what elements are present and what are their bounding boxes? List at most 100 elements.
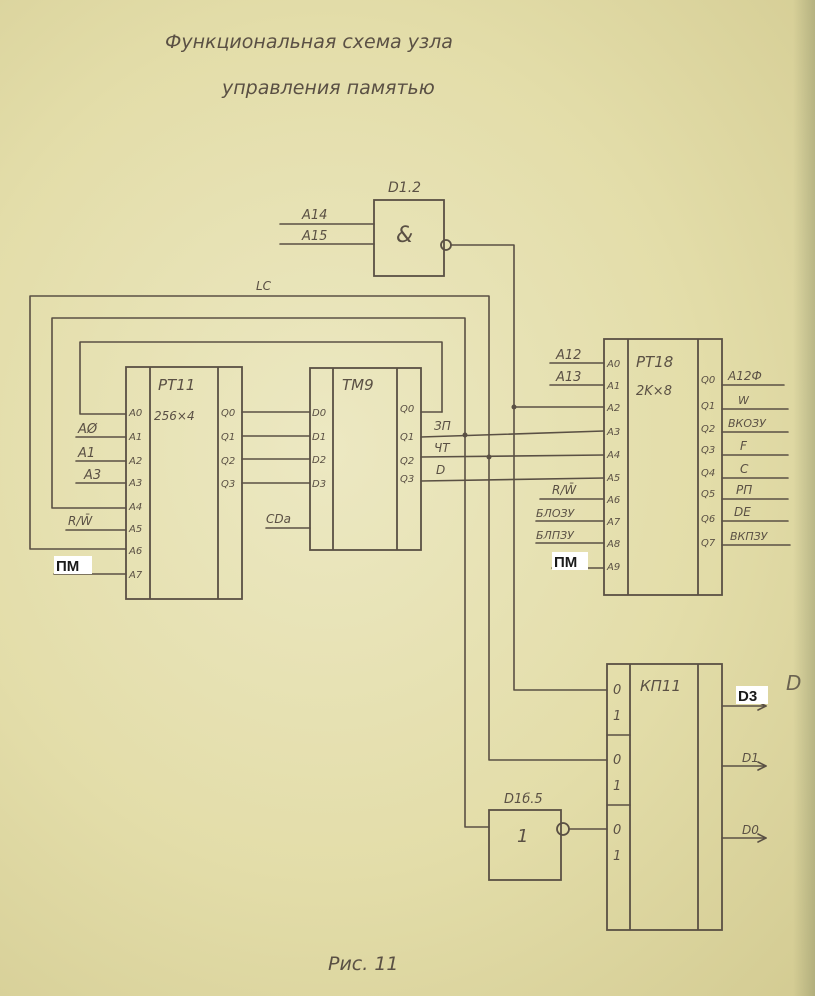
pt18-pin-a1: A1 xyxy=(606,381,620,392)
pt11-input-rw: R/W̄ xyxy=(68,514,93,528)
d1-2-output-wire xyxy=(450,244,605,408)
pt11-pin-a0: A0 xyxy=(128,408,142,419)
register-tm9: TM9 D0 D1 D2 D3 Q0 Q1 Q2 Q3 xyxy=(309,367,422,551)
and-gate-d1-2: D1.2 & xyxy=(373,180,452,277)
pt18-output-vkpzu: ВКПЗУ xyxy=(730,530,769,543)
pt18-input-bloz: БЛОЗУ xyxy=(536,507,576,520)
pt11-input-a0: AØ xyxy=(77,422,98,437)
pt18-output-vkozu: ВКОЗУ xyxy=(728,417,767,430)
pt18-name: PT18 xyxy=(636,353,673,371)
tm9-output-d: D xyxy=(436,463,445,477)
kp11-in-2-wire xyxy=(488,456,608,761)
pt18-output-de: DE xyxy=(734,505,751,519)
pt18-input-a13: A13 xyxy=(555,370,581,385)
pt18-input-blpz: БЛПЗУ xyxy=(536,529,575,542)
pt11-input-a3: A3 xyxy=(83,468,101,483)
kp11-pin-0c: 0 xyxy=(613,823,621,838)
pt18-output-f: F xyxy=(740,439,748,453)
diagram-title-line2: управления памятью xyxy=(221,77,435,99)
tm9-pin-d1: D1 xyxy=(312,432,326,443)
pt18-pin-q1: Q1 xyxy=(701,401,715,412)
kp11-output-d1: D1 xyxy=(742,751,759,765)
pt18-pin-q6: Q6 xyxy=(701,514,715,525)
pt18-body xyxy=(603,338,723,596)
pt11-pin-a6: A6 xyxy=(128,546,142,557)
and-gate-inversion-bubble xyxy=(440,239,452,251)
not-gate-input-wire xyxy=(464,434,490,828)
pt18-pin-q5: Q5 xyxy=(701,489,715,500)
pt18-size: 2K×8 xyxy=(636,384,672,399)
kp11-pin-1b: 1 xyxy=(613,779,621,794)
pt18-pin-a3: A3 xyxy=(606,427,620,438)
pt18-pin-a7: A7 xyxy=(606,517,621,528)
pt11-pin-q2: Q2 xyxy=(221,456,235,467)
d1-arrow-icon xyxy=(757,761,767,771)
not-gate-body xyxy=(488,809,562,881)
tm9-output-cht: ЧТ xyxy=(434,441,451,455)
pt11-size: 256×4 xyxy=(154,409,195,423)
tm9-clock-label: CDa xyxy=(266,512,291,526)
not-gate-d16-5: D1б.5 1 xyxy=(488,792,570,881)
pt18-left-pins: A0 A1 A2 A3 A4 A5 A6 A7 A8 A9 xyxy=(606,359,621,573)
tm9-left-pins: D0 D1 D2 D3 xyxy=(312,408,326,490)
kp11-pin-0b: 0 xyxy=(613,753,621,768)
kp11-output-d0: D0 xyxy=(742,823,759,837)
pt11-pin-a2: A2 xyxy=(128,456,142,467)
pt18-pin-a2: A2 xyxy=(606,403,620,414)
pt11-name: PT11 xyxy=(158,376,195,394)
pt18-pin-a0: A0 xyxy=(606,359,620,370)
tm9-name: TM9 xyxy=(342,376,374,394)
pt11-pin-a1: A1 xyxy=(128,432,142,443)
pt11-left-pins: A0 A1 A2 A3 A4 A5 A6 A7 xyxy=(128,408,143,581)
and-gate-body xyxy=(373,199,445,277)
a15-label: A15 xyxy=(301,229,327,244)
mux-kp11: КП11 0 1 0 1 0 1 xyxy=(606,663,723,931)
tm9-pin-q2: Q2 xyxy=(400,456,414,467)
pt18-input-a12: A12 xyxy=(555,348,581,363)
rom-pt11: PT11 256×4 A0 A1 A2 A3 A4 A5 A6 A7 Q0 Q1… xyxy=(125,366,243,600)
pt11-pin-q0: Q0 xyxy=(221,408,235,419)
feedback-loop-outer xyxy=(29,295,490,550)
kp11-in-0-wire xyxy=(513,406,608,691)
pt18-input-pm: ПМ xyxy=(554,554,577,571)
pt18-output-rp: PП xyxy=(736,483,752,497)
tm9-right-pins: Q0 Q1 Q2 Q3 xyxy=(400,404,414,485)
pt11-pin-q3: Q3 xyxy=(221,479,235,490)
pt11-input-a1: A1 xyxy=(77,446,95,461)
pt18-pin-q0: Q0 xyxy=(701,375,715,386)
pt18-output-w: W xyxy=(738,394,750,407)
diagram-title-line1: Функциональная схема узла xyxy=(165,31,453,53)
lc-bus-label: LC xyxy=(256,279,272,293)
figure-caption: Рис. 11 xyxy=(328,953,399,975)
pt11-input-pm: ПМ xyxy=(56,558,79,575)
feedback-loop-middle xyxy=(51,317,466,509)
pt18-pin-q7: Q7 xyxy=(701,538,716,549)
pt11-right-pins: Q0 Q1 Q2 Q3 xyxy=(221,408,235,490)
not-gate-name: D1б.5 xyxy=(504,792,543,807)
pt18-pin-a8: A8 xyxy=(606,539,620,550)
tm9-pin-q3: Q3 xyxy=(400,474,414,485)
tm9-output-zp: ЗП xyxy=(434,419,451,433)
kp11-pins: 0 1 0 1 0 1 xyxy=(613,683,621,864)
pt11-pin-a4: A4 xyxy=(128,502,142,513)
d0-arrow-icon xyxy=(757,833,767,843)
rom-pt18: PT18 2K×8 A0 A1 A2 A3 A4 A5 A6 A7 A8 A9 … xyxy=(603,338,723,596)
kp11-output-d3: D3 xyxy=(738,688,757,705)
a14-label: A14 xyxy=(301,208,327,223)
pt18-pin-q3: Q3 xyxy=(701,445,715,456)
pt11-pin-a3: A3 xyxy=(128,478,142,489)
pt18-pin-a6: A6 xyxy=(606,495,620,506)
tm9-pin-d0: D0 xyxy=(312,408,326,419)
not-gate-symbol: 1 xyxy=(517,826,528,847)
tm9-pin-q0: Q0 xyxy=(400,404,414,415)
zp-line xyxy=(420,430,605,438)
kp11-body xyxy=(606,663,723,931)
pt18-right-pins: Q0 Q1 Q2 Q3 Q4 Q5 Q6 Q7 xyxy=(701,375,716,549)
d-line xyxy=(420,477,605,482)
cht-line xyxy=(420,454,605,458)
tm9-pin-d3: D3 xyxy=(312,479,326,490)
tm9-pin-d2: D2 xyxy=(312,455,326,466)
pt11-pin-a7: A7 xyxy=(128,570,143,581)
kp11-pin-0a: 0 xyxy=(613,683,621,698)
